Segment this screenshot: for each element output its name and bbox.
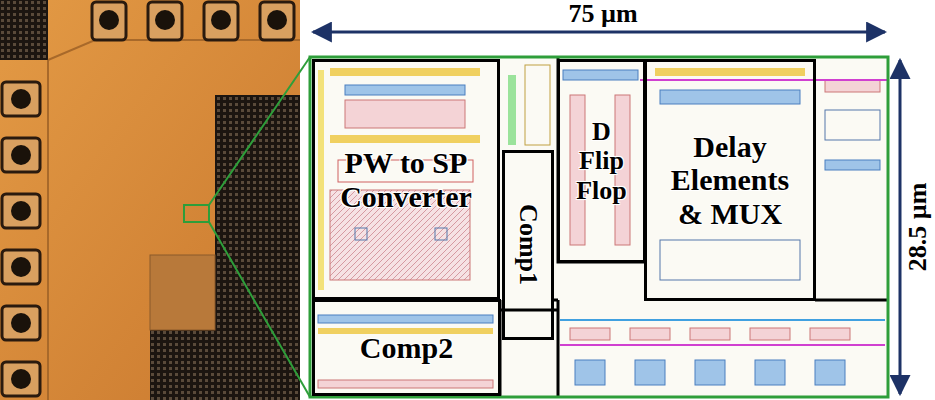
dimension-arrow: [899, 60, 902, 394]
block-label: D Flip Flop: [571, 117, 633, 204]
dimension-arrow: [313, 31, 885, 34]
block-label: PW to SP Converter: [316, 146, 496, 213]
converter-block: PW to SP Converter: [312, 59, 500, 300]
block-label: Delay Elements & MUX: [660, 130, 800, 231]
die-photo: [0, 0, 300, 400]
comparator-block: Comp2: [312, 299, 501, 396]
delay-mux-block: Delay Elements & MUX: [644, 59, 816, 301]
zoom-line: [209, 222, 310, 397]
dimension-label: 75 µm: [568, 0, 637, 29]
comparator-block: Comp1: [502, 150, 554, 340]
block-label: Comp1: [513, 205, 542, 286]
dimension-label: 28.5 µm: [903, 183, 933, 272]
zoom-line: [209, 57, 310, 205]
flip-flop-block: D Flip Flop: [557, 59, 646, 263]
block-label: Comp2: [317, 331, 497, 365]
layout-view: [310, 57, 888, 397]
